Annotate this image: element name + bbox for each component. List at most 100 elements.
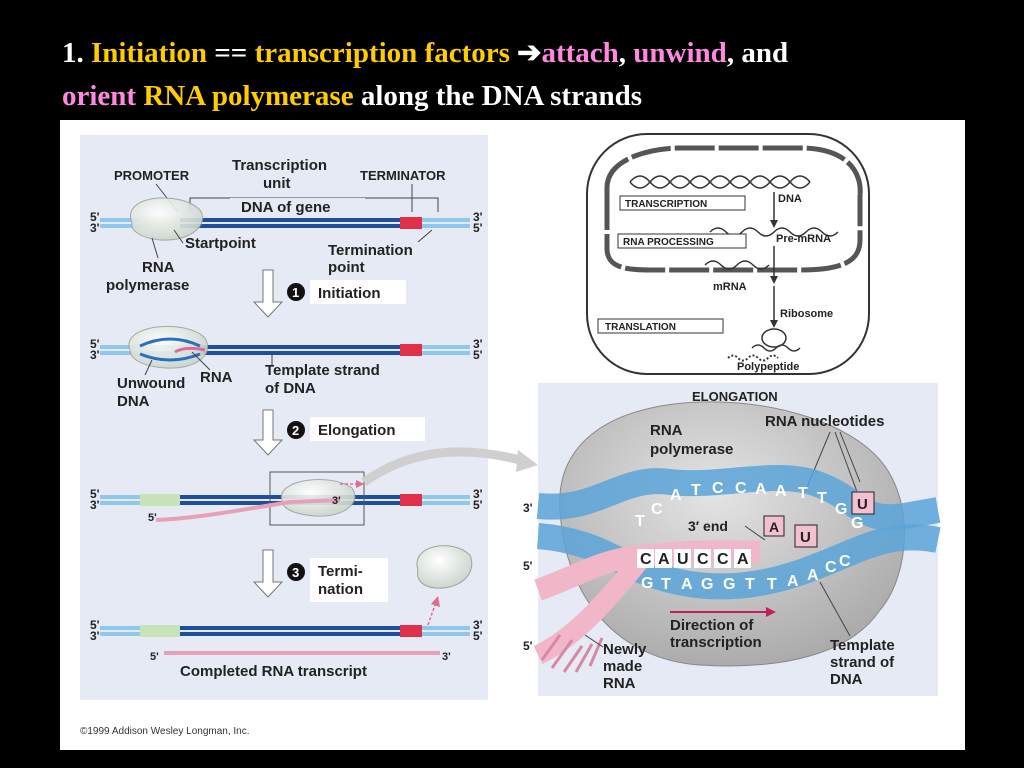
- step-3-box: [310, 558, 388, 602]
- rna-label: RNA: [200, 369, 233, 386]
- dna-row-4: 5' 3' 3' 5' 5' 3': [90, 618, 483, 663]
- rna-base-box: [734, 549, 751, 568]
- svg-text:RNA PROCESSING: RNA PROCESSING: [623, 237, 714, 248]
- cell-overview: TRANSCRIPTION DNA RNA PROCESSING Pre-mRN…: [586, 133, 870, 375]
- top-strand-base: T: [798, 485, 808, 502]
- free-nucleotide-u: [794, 524, 818, 548]
- translation-box: [597, 318, 724, 334]
- dna-helix: [629, 175, 811, 189]
- rna-base-box: [674, 549, 691, 568]
- termination-point-label-2: point: [328, 259, 365, 276]
- top-strand-base: C: [651, 501, 663, 518]
- template-base: T: [745, 576, 755, 593]
- template-strand-label: Template strand: [265, 362, 380, 379]
- elong-5prime: 5': [523, 559, 533, 573]
- elongation-panel: ELONGATION RNA polymerase RNA nucleotide…: [523, 383, 941, 696]
- cell-outline: [586, 133, 870, 375]
- svg-text:3': 3': [473, 487, 483, 501]
- template-strand-elong-label-3: DNA: [830, 671, 863, 688]
- nuclear-envelope-top: [604, 145, 863, 196]
- dna-5prime: 5': [90, 210, 100, 224]
- top-strand-base: G: [835, 501, 847, 518]
- dna-row-2: 5' 3' 3' 5': [90, 325, 483, 369]
- rna-processing-box: [617, 233, 747, 249]
- arrow-icon: ➔: [517, 37, 542, 69]
- figure-svg: PROMOTER Transcription unit TERMINATOR D…: [80, 133, 941, 737]
- svg-text:3': 3': [90, 629, 100, 643]
- newly-made-rna-label: Newly: [603, 641, 647, 658]
- transcription-unit-label-2: unit: [263, 175, 291, 192]
- zoom-box: [269, 471, 365, 526]
- dna-label: DNA: [778, 193, 802, 205]
- svg-text:5': 5': [473, 629, 483, 643]
- template-base: G: [701, 576, 713, 593]
- terminator-label: TERMINATOR: [360, 168, 446, 183]
- title-equals: ==: [214, 37, 248, 69]
- template-strand-elong-label-2: strand of: [830, 654, 895, 671]
- rna-base-box: [637, 549, 654, 568]
- rna-base: C: [697, 551, 709, 568]
- svg-text:U: U: [800, 529, 811, 546]
- template-base: C: [839, 553, 851, 570]
- rna-base: C: [717, 551, 729, 568]
- transcription-figure: PROMOTER Transcription unit TERMINATOR D…: [60, 120, 965, 750]
- dna-3prime: 3': [90, 221, 100, 235]
- rna-base-box: [694, 549, 711, 568]
- zoom-connector: [361, 447, 522, 486]
- top-strand-base: G: [851, 515, 863, 532]
- elong-rna-polymerase: RNA: [650, 422, 683, 439]
- rna-base: U: [677, 551, 689, 568]
- newly-made-rna-label-3: RNA: [603, 675, 636, 692]
- svg-text:1: 1: [292, 285, 299, 300]
- svg-text:3: 3: [292, 565, 299, 580]
- step-3-label: Termi-: [318, 563, 363, 580]
- rna-polymerase-blob: [129, 197, 203, 241]
- copyright: ©1999 Addison Wesley Longman, Inc.: [80, 726, 250, 737]
- svg-text:5': 5': [473, 498, 483, 512]
- nuclear-envelope-bottom: [604, 190, 863, 273]
- step-1-box: [310, 280, 406, 304]
- title-orient: orient: [62, 80, 137, 112]
- title-unwind: unwind: [633, 37, 727, 69]
- svg-text:5': 5': [148, 512, 157, 524]
- completed-rna-label: Completed RNA transcript: [180, 663, 367, 680]
- pre-mrna-label: Pre-mRNA: [776, 233, 831, 245]
- direction-label-2: transcription: [670, 634, 762, 651]
- title-comma: ,: [618, 37, 627, 69]
- ribosome-icon: [761, 328, 787, 348]
- top-strand-base: T: [635, 513, 645, 530]
- top-strand-base: C: [712, 480, 724, 497]
- step-2-badge: [287, 421, 305, 439]
- svg-text:3': 3': [473, 337, 483, 351]
- svg-text:2: 2: [292, 423, 299, 438]
- down-arrow-3: [252, 549, 284, 598]
- title-rna-polymerase: RNA polymerase: [143, 80, 354, 112]
- title-number: 1.: [62, 37, 84, 69]
- title-attach: attach: [541, 37, 619, 69]
- down-arrow-1: [252, 269, 284, 318]
- gene-label-bg: [230, 198, 365, 216]
- svg-text:A: A: [769, 519, 779, 535]
- template-strand-label-2: of DNA: [265, 380, 316, 397]
- promoter-label: PROMOTER: [114, 168, 190, 183]
- svg-text:5': 5': [90, 618, 100, 632]
- top-strand-base: A: [670, 487, 682, 504]
- rna-polymerase-label: RNA: [142, 259, 175, 276]
- unwound-dna-label-2: DNA: [117, 393, 150, 410]
- ribosome-label: Ribosome: [780, 308, 833, 320]
- title-transcription-factors: transcription factors: [254, 37, 510, 69]
- direction-label: Direction of: [670, 617, 754, 634]
- top-strand-base: T: [817, 490, 827, 507]
- svg-text:5': 5': [90, 487, 100, 501]
- svg-text:3': 3': [332, 495, 341, 507]
- template-base: A: [807, 567, 819, 584]
- rna-base: A: [658, 551, 670, 568]
- svg-text:3': 3': [473, 618, 483, 632]
- svg-text:5': 5': [90, 337, 100, 351]
- elongation-title: ELONGATION: [692, 389, 778, 404]
- svg-text:5': 5': [473, 348, 483, 362]
- svg-text:TRANSLATION: TRANSLATION: [605, 322, 676, 333]
- step-3-label-2: nation: [318, 581, 363, 598]
